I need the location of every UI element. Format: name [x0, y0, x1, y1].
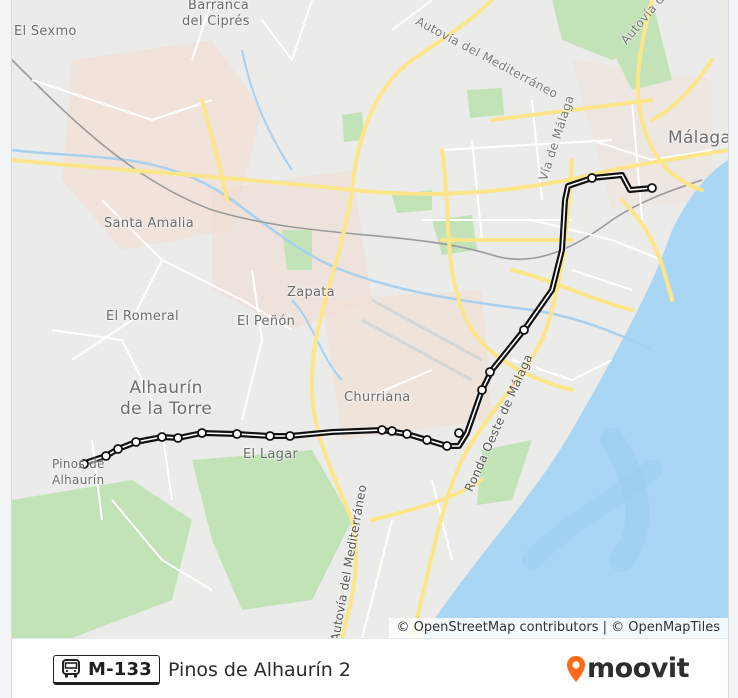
park — [477, 440, 532, 505]
park — [282, 230, 312, 270]
place-label: Santa Amalia — [104, 216, 194, 231]
route-stop — [647, 183, 657, 193]
route-stop — [519, 325, 529, 335]
route-stop — [454, 428, 464, 438]
route-stop — [377, 425, 387, 435]
airport-runways — [361, 298, 483, 382]
route-stop — [387, 426, 397, 436]
map-widget: El Sexmo Barranca del Ciprés Santa Amali… — [11, 0, 729, 698]
map-canvas — [12, 0, 728, 638]
city-label: Málaga — [668, 128, 728, 148]
route-stop — [173, 433, 183, 443]
route-stop — [285, 431, 295, 441]
route-stop — [485, 367, 495, 377]
moovit-pin-icon — [567, 655, 585, 682]
route-stop — [157, 432, 167, 442]
route-stop — [402, 429, 412, 439]
route-stop — [422, 435, 432, 445]
bus-icon — [62, 659, 80, 678]
park — [12, 480, 192, 638]
sea — [422, 160, 728, 638]
moovit-wordmark: moovit — [587, 653, 690, 684]
route-badge[interactable]: M-133 — [53, 655, 160, 685]
place-label: El Peñón — [237, 314, 296, 329]
park — [467, 88, 504, 118]
town-label: Alhaurín de la Torre — [120, 378, 212, 420]
place-label: Barranca — [188, 0, 250, 13]
place-label-line: Pinos de — [52, 457, 105, 471]
route-stop — [113, 444, 123, 454]
park — [552, 0, 662, 60]
route-stop — [197, 428, 207, 438]
park — [432, 215, 477, 255]
place-label: Zapata — [287, 285, 335, 300]
route-stop — [265, 431, 275, 441]
place-label: El Sexmo — [14, 24, 77, 39]
park — [192, 450, 352, 610]
route-stop — [232, 429, 242, 439]
urban-area — [322, 290, 492, 440]
town-label-line: de la Torre — [120, 399, 213, 419]
railway — [12, 59, 703, 261]
sea-watermark — [522, 460, 662, 570]
route-name: Pinos de Alhaurín 2 — [168, 659, 351, 681]
route-stop — [442, 441, 452, 451]
sea-watermark — [600, 428, 650, 572]
route-map[interactable]: El Sexmo Barranca del Ciprés Santa Amali… — [12, 0, 728, 638]
place-label: Churriana — [344, 390, 411, 405]
moovit-logo: moovit — [566, 653, 690, 684]
route-stop — [79, 459, 89, 469]
park — [612, 40, 672, 90]
route-code: M-133 — [88, 658, 152, 680]
place-label: del Ciprés — [182, 14, 250, 29]
place-label-line: Alhaurín — [52, 473, 105, 487]
place-label: Pinos de Alhaurín — [52, 456, 105, 488]
route-footer: M-133 Pinos de Alhaurín 2 moovit — [12, 638, 728, 698]
route-stops — [79, 173, 657, 469]
route-stop — [477, 385, 487, 395]
route-stop — [131, 437, 141, 447]
route-line-inner — [81, 174, 653, 465]
route-stop — [587, 173, 597, 183]
map-attribution[interactable]: © OpenStreetMap contributors | © OpenMap… — [388, 618, 728, 638]
park — [342, 112, 364, 142]
town-label-line: Alhaurín — [129, 378, 203, 398]
river — [241, 49, 293, 171]
place-label: El Lagar — [243, 447, 299, 462]
route-stop — [101, 451, 111, 461]
river — [12, 148, 653, 352]
place-label: El Romeral — [106, 309, 179, 324]
